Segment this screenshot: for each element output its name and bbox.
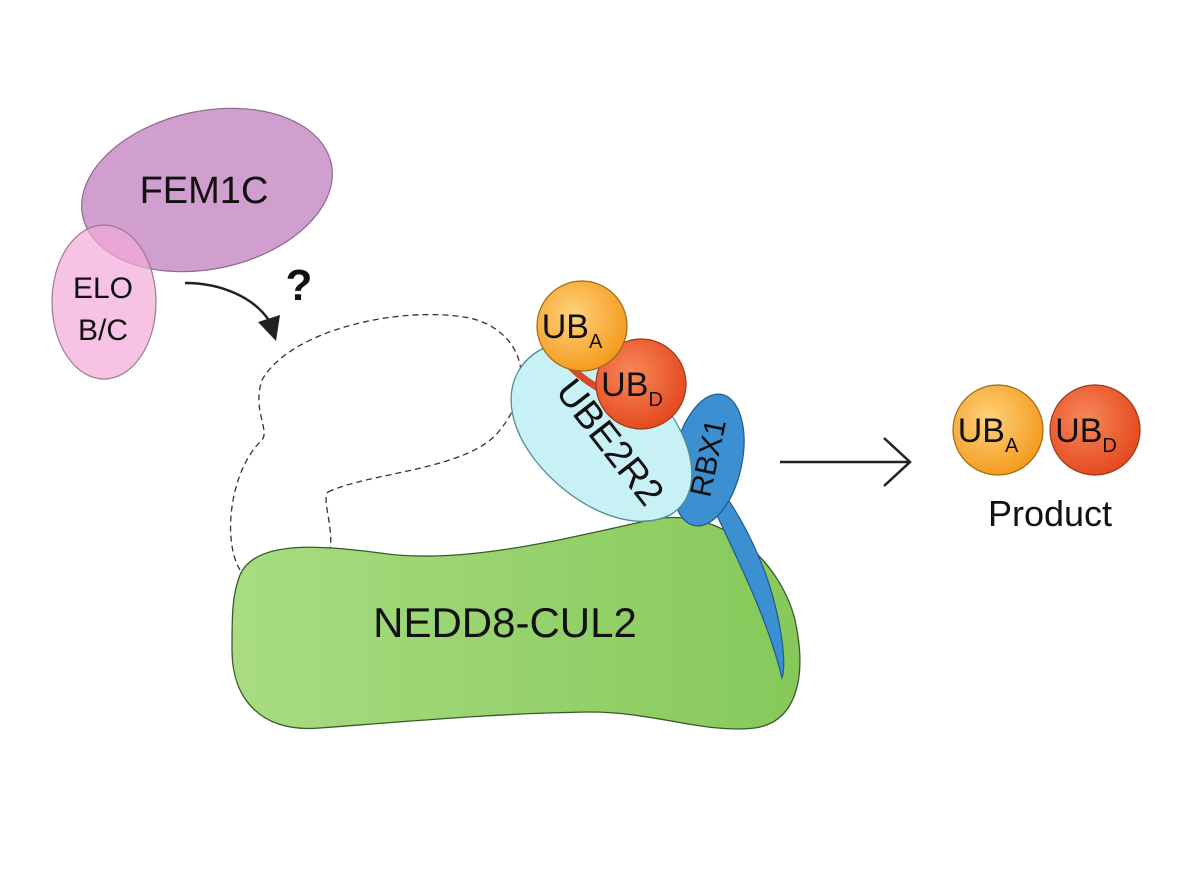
ub-a-label: UBA xyxy=(542,308,603,353)
recruitment-arrow xyxy=(184,281,272,323)
reaction-arrow-head xyxy=(883,437,912,487)
elo-label-line2: B/C xyxy=(78,314,128,347)
rbx1-tail xyxy=(711,494,785,681)
question-mark: ? xyxy=(286,261,313,310)
elo-label-line1: ELO xyxy=(73,272,133,305)
nedd8-cul2-shape xyxy=(231,516,801,730)
ub-d-label: UBD xyxy=(601,366,663,411)
product-ub-d-label: UBD xyxy=(1055,412,1117,457)
fem1c-label: FEM1C xyxy=(140,170,269,212)
product-label: Product xyxy=(988,493,1112,534)
dashed-substrate-outline xyxy=(230,313,522,591)
product-ub-a-circle xyxy=(952,384,1044,476)
fem1c-shape xyxy=(81,107,333,273)
elo-bc-shape xyxy=(51,224,157,380)
product-ub-d-circle xyxy=(1049,384,1141,476)
product-ub-a-label: UBA xyxy=(958,412,1019,457)
ub-d-circle xyxy=(595,338,687,430)
recruitment-arrow-head xyxy=(258,315,280,341)
ub-a-circle xyxy=(536,280,628,372)
nedd8-cul2-label: NEDD8-CUL2 xyxy=(373,599,637,646)
